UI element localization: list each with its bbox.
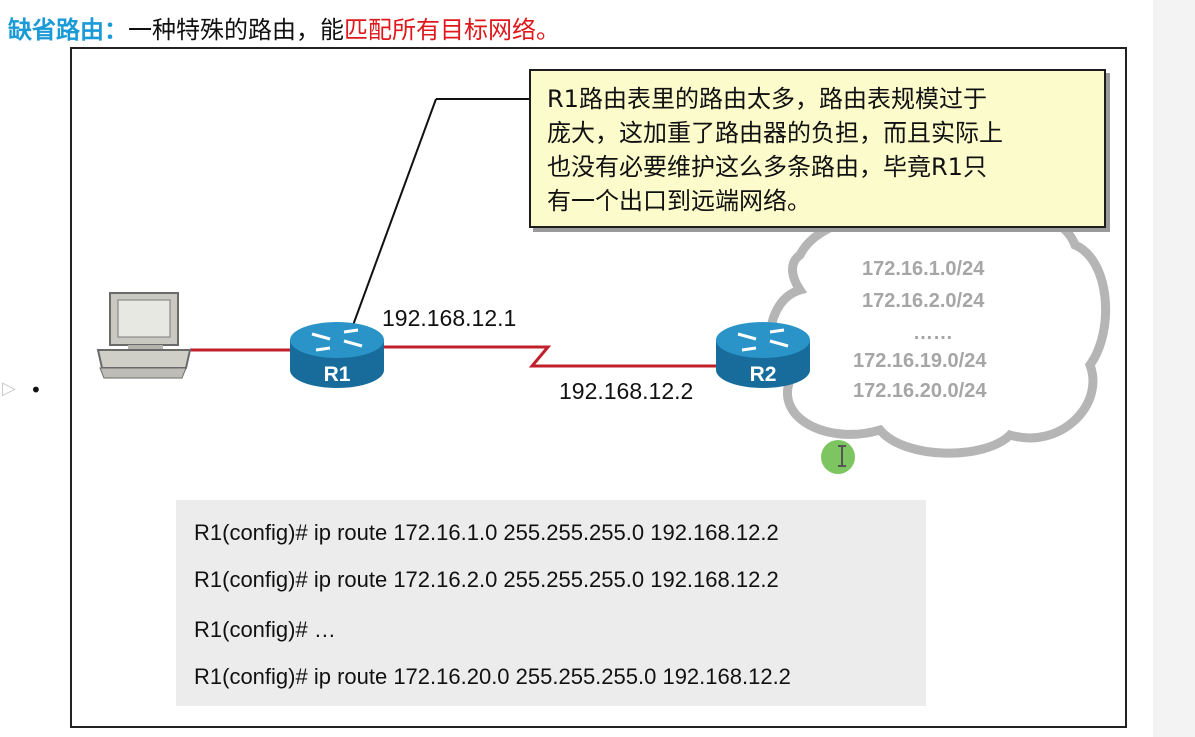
cloud-network-ellipsis: …… (913, 322, 953, 344)
callout-line: R1路由表里的路由太多，路由表规模过于 (547, 85, 987, 113)
callout-box: R1路由表里的路由太多，路由表规模过于 庞大，这加重了路由器的负担，而且实际上 … (529, 69, 1106, 228)
config-line: R1(config)# ip route 172.16.2.0 255.255.… (194, 567, 779, 592)
callout-line: 也没有必要维护这么多条路由，毕竟R1只 (547, 153, 987, 181)
config-code-block: R1(config)# ip route 172.16.1.0 255.255.… (176, 500, 926, 706)
slide-title: 缺省路由：一种特殊的路由，能匹配所有目标网络。 (8, 10, 560, 44)
config-line: R1(config)# … (194, 617, 336, 642)
text-cursor-icon (821, 440, 855, 474)
cloud-network: 172.16.19.0/24 (853, 350, 987, 372)
config-line: R1(config)# ip route 172.16.20.0 255.255… (194, 664, 791, 689)
r1-ip-label: 192.168.12.1 (382, 305, 517, 331)
bullet-dot: • (30, 378, 42, 402)
desktop-computer-icon (96, 292, 192, 379)
config-line: R1(config)# ip route 172.16.1.0 255.255.… (194, 520, 779, 545)
title-highlight: 匹配所有目标网络。 (344, 16, 560, 44)
cloud-network: 172.16.20.0/24 (853, 380, 987, 402)
title-text: 一种特殊的路由，能 (128, 16, 344, 44)
r1-r2-serial-link (382, 345, 716, 368)
cloud-network: 172.16.2.0/24 (862, 290, 985, 312)
router-r2-label: R2 (749, 363, 777, 386)
r2-ip-label: 192.168.12.2 (559, 378, 694, 404)
title-lead: 缺省路由： (8, 16, 128, 44)
cloud-network: 172.16.1.0/24 (862, 258, 985, 280)
router-icon-r2 (716, 322, 810, 388)
callout-line: 有一个出口到远端网络。 (547, 187, 811, 215)
slide-marker-icon: ▷ (2, 378, 16, 399)
callout-line: 庞大，这加重了路由器的负担，而且实际上 (547, 119, 1003, 147)
callout-pointer-line-2 (351, 98, 437, 329)
right-side-panel (1153, 0, 1195, 737)
router-r1-label: R1 (323, 363, 351, 386)
router-icon-r1 (290, 322, 384, 388)
